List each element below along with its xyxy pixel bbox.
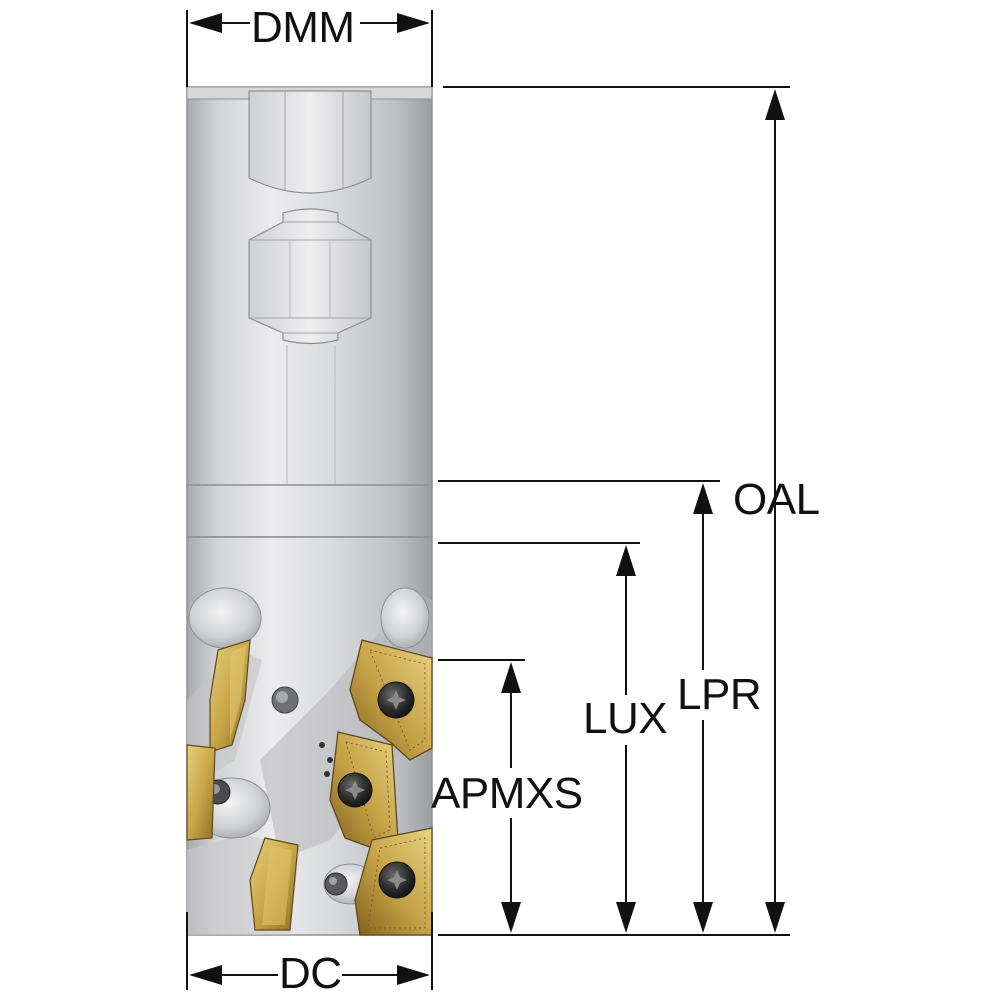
insert-left-mid bbox=[186, 744, 216, 841]
arrowhead bbox=[501, 662, 521, 693]
arrowheads bbox=[189, 13, 785, 985]
arrowhead bbox=[397, 13, 430, 33]
shank bbox=[186, 86, 433, 488]
dc-label: DC bbox=[279, 949, 342, 998]
arrowhead bbox=[397, 965, 430, 985]
arrowhead bbox=[616, 902, 636, 933]
torx-screw-icon bbox=[377, 681, 415, 719]
arrowhead bbox=[501, 902, 521, 933]
arrowhead bbox=[616, 545, 636, 576]
dimension-lines bbox=[186, 10, 790, 990]
dmm-label: DMM bbox=[251, 3, 355, 52]
insert-left-bottom bbox=[249, 837, 299, 931]
arrowhead bbox=[189, 965, 222, 985]
neck-ring bbox=[186, 484, 433, 538]
oal-label: OAL bbox=[733, 475, 820, 524]
arrowhead bbox=[765, 902, 785, 933]
torx-screw-icon bbox=[378, 861, 416, 899]
arrowhead bbox=[693, 902, 713, 933]
arrowhead bbox=[693, 483, 713, 514]
arrowhead bbox=[765, 89, 785, 120]
torx-screw-icon bbox=[337, 772, 373, 808]
apmxs-label: APMXS bbox=[431, 769, 583, 818]
lux-label: LUX bbox=[583, 694, 668, 743]
lpr-label: LPR bbox=[677, 670, 762, 719]
arrowhead bbox=[189, 13, 222, 33]
insert-left-top bbox=[209, 639, 251, 753]
